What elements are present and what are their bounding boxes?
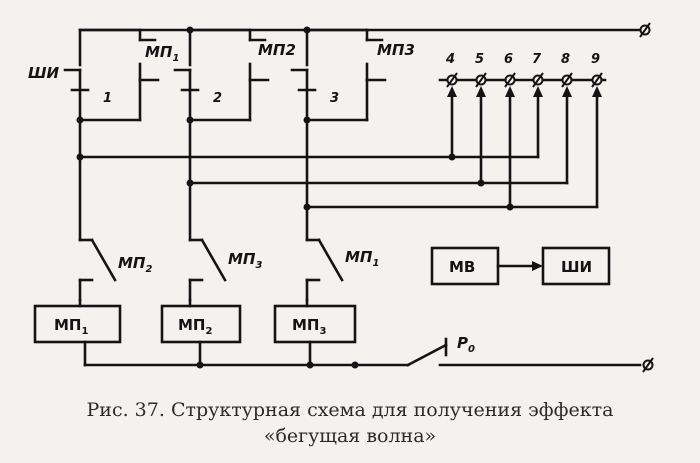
switch-number-1: 1 <box>103 91 112 106</box>
mv-block-label: МВ <box>449 258 475 276</box>
bottom-terminal <box>642 357 654 373</box>
lower-contact-label-1: МП2 <box>118 254 152 275</box>
relay-coil-label-3: МП3 <box>292 316 326 337</box>
lower-contact-label-2: МП3 <box>228 250 262 271</box>
output-terminal-number: 8 <box>561 52 570 67</box>
arrow-head <box>532 261 543 271</box>
caption-line-2: «бегущая волна» <box>263 425 437 447</box>
lower-contact-label-3: МП1 <box>345 248 379 269</box>
relay-coil-2 <box>160 304 242 344</box>
lower-contact-2 <box>188 238 227 302</box>
relay-contact-label-2: МП2 <box>258 41 296 59</box>
column-3 <box>290 28 387 242</box>
column-1 <box>63 28 160 242</box>
relay-coil-1 <box>33 304 122 344</box>
output-terminal-number: 4 <box>445 52 455 67</box>
relay-contact-label-3: МП3 <box>377 41 415 59</box>
relay-coil-label-2: МП2 <box>178 316 212 337</box>
caption-line-1: Рис. 37. Структурная схема для получения… <box>86 399 614 421</box>
coil-connections <box>78 298 312 367</box>
shi-block-label: ШИ <box>561 258 592 276</box>
junction-dot <box>186 26 194 34</box>
output-terminal-number: 9 <box>591 52 600 67</box>
shi-block <box>541 246 611 286</box>
column-2 <box>173 28 270 242</box>
junction-dot <box>351 361 359 369</box>
top-terminal <box>639 22 651 38</box>
main-contact-r0 <box>406 337 448 367</box>
junction-dot <box>303 26 311 34</box>
output-terminal-symbols <box>446 72 603 88</box>
output-terminal-number: 6 <box>504 52 513 67</box>
lower-contact-3 <box>305 238 344 302</box>
junction-dot <box>303 116 311 124</box>
pulse-sensor-label: ШИ <box>28 64 60 82</box>
junction-dot <box>186 179 194 187</box>
junction-dot <box>76 116 84 124</box>
junction-dot <box>306 361 314 369</box>
output-terminal-number: 5 <box>475 52 484 67</box>
relay-coil-3 <box>273 304 357 344</box>
main-contact-label: Р0 <box>457 334 475 355</box>
switch-number-2: 2 <box>213 91 222 106</box>
output-terminal-number: 7 <box>532 52 542 67</box>
switch-number-3: 3 <box>330 91 339 106</box>
lower-contact-1 <box>78 238 117 302</box>
junction-dot <box>186 116 194 124</box>
junction-dot <box>303 203 311 211</box>
junction-dot <box>76 153 84 161</box>
relay-contact-label-1: МП1 <box>145 43 179 64</box>
relay-coil-label-1: МП1 <box>54 316 88 337</box>
junction-dot <box>196 361 204 369</box>
output-risers <box>447 86 602 209</box>
